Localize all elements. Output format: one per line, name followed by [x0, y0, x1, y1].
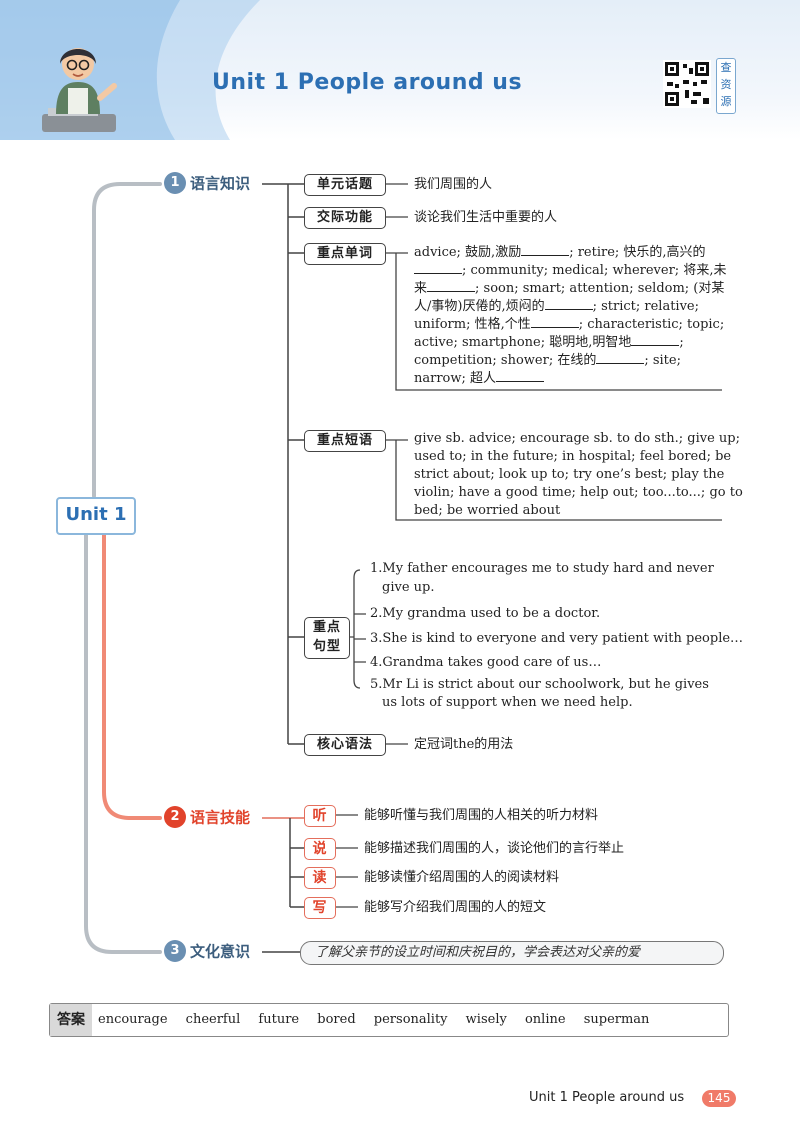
key-phrases-line: used to; in the future; in hospital; fee… — [414, 449, 732, 464]
sentence-item: 2.My grandma used to be a doctor. — [370, 606, 601, 621]
answer-blank — [496, 370, 545, 382]
sentence-item-cont: give up. — [382, 580, 435, 595]
speaking-text: 能够描述我们周围的人，谈论他们的言行举止 — [364, 841, 625, 856]
qr-code-icon[interactable] — [663, 60, 711, 108]
key-phrases-list: give sb. advice; encourage sb. to do sth… — [414, 430, 743, 520]
tag-key-sentences: 重点句型 — [304, 617, 350, 659]
tag-reading: 读 — [304, 867, 336, 889]
key-words-line: ; community; medical; wherever; 将来,未 — [414, 262, 726, 280]
key-phrases-line: give sb. advice; encourage sb. to do sth… — [414, 431, 740, 446]
sentence-item: 1.My father encourages me to study hard … — [370, 561, 714, 576]
key-words-line: 人/事物)厌倦的,烦闷的; strict; relative; — [414, 298, 700, 314]
tag-listening: 听 — [304, 805, 336, 827]
qr-resource-label[interactable]: 查资源 — [716, 58, 736, 114]
cultural-awareness-banner: 了解父亲节的设立时间和庆祝目的，学会表达对父亲的爱 — [300, 941, 724, 965]
sentence-item: 5.Mr Li is strict about our schoolwork, … — [370, 677, 709, 692]
answer-blank — [414, 262, 462, 274]
section-number-badge: 3 — [164, 940, 186, 962]
answer-blank — [521, 244, 570, 256]
tag-communication-function: 交际功能 — [304, 207, 386, 229]
answer-blank — [631, 334, 680, 346]
answer-blank — [530, 316, 579, 328]
listening-text: 能够听懂与我们周围的人相关的听力材料 — [364, 808, 599, 823]
teacher-avatar-icon — [42, 48, 117, 132]
key-words-line: narrow; 超人 — [414, 370, 724, 388]
key-words-list: advice; 鼓励,激励; retire; 快乐的,高兴的 ; communi… — [414, 244, 726, 388]
tag-line: 重点 — [312, 620, 341, 635]
answer-label: 答案 — [50, 1004, 92, 1036]
section-title: 语言知识 — [190, 174, 251, 193]
key-phrases-line: strict about; look up to; try one’s best… — [414, 467, 725, 482]
key-words-line: competition; shower; 在线的; site; — [414, 352, 681, 368]
mind-map-root: Unit 1 — [56, 497, 136, 535]
sentence-item: 4.Grandma takes good care of us… — [370, 655, 602, 670]
answer-blank — [596, 352, 645, 364]
answer-blank — [544, 298, 593, 310]
answer-bar: 答案 encourage cheerful future bored perso… — [49, 1003, 729, 1037]
section-number-badge: 1 — [164, 172, 186, 194]
key-words-line: 来; soon; smart; attention; seldom; (对某 — [414, 280, 725, 296]
tag-key-phrases: 重点短语 — [304, 430, 386, 452]
answer-word: bored — [317, 1012, 356, 1027]
tag-writing: 写 — [304, 897, 336, 919]
reading-text: 能够读懂介绍周围的人的阅读材料 — [364, 870, 560, 885]
answer-word: encourage — [98, 1012, 168, 1027]
answer-word: cheerful — [185, 1012, 241, 1027]
page-number-badge: 145 — [702, 1090, 736, 1107]
answer-word: future — [258, 1012, 300, 1027]
footer-unit-title: Unit 1 People around us — [529, 1090, 685, 1105]
tag-core-grammar: 核心语法 — [304, 734, 386, 756]
tag-line: 句型 — [312, 639, 341, 654]
key-phrases-line: violin; have a good time; help out; too.… — [414, 485, 743, 500]
answer-word: online — [524, 1012, 566, 1027]
key-words-line: uniform; 性格,个性; characteristic; topic; — [414, 316, 725, 332]
communication-function-text: 谈论我们生活中重要的人 — [414, 210, 558, 225]
answer-word: wisely — [465, 1012, 507, 1027]
sentence-item-cont: us lots of support when we need help. — [382, 695, 633, 710]
section-title: 语言技能 — [190, 808, 251, 827]
key-words-line: active; smartphone; 聪明地,明智地; — [414, 334, 684, 350]
tag-speaking: 说 — [304, 838, 336, 860]
key-phrases-line: bed; be worried about — [414, 503, 561, 518]
tag-key-words: 重点单词 — [304, 243, 386, 265]
section-number-badge: 2 — [164, 806, 186, 828]
sentence-item: 3.She is kind to everyone and very patie… — [370, 631, 744, 646]
answer-blank — [427, 280, 476, 292]
core-grammar-text: 定冠词the的用法 — [414, 737, 514, 752]
section-title: 文化意识 — [190, 942, 251, 961]
writing-text: 能够写介绍我们周围的人的短文 — [364, 900, 547, 915]
answer-words: encourage cheerful future bored personal… — [98, 1004, 663, 1036]
answer-word: personality — [373, 1012, 448, 1027]
key-words-line: advice; 鼓励,激励; retire; 快乐的,高兴的 — [414, 244, 706, 260]
tag-unit-topic: 单元话题 — [304, 174, 386, 196]
page-title: Unit 1 People around us — [212, 70, 523, 95]
unit-topic-text: 我们周围的人 — [414, 177, 493, 192]
answer-word: superman — [583, 1012, 650, 1027]
